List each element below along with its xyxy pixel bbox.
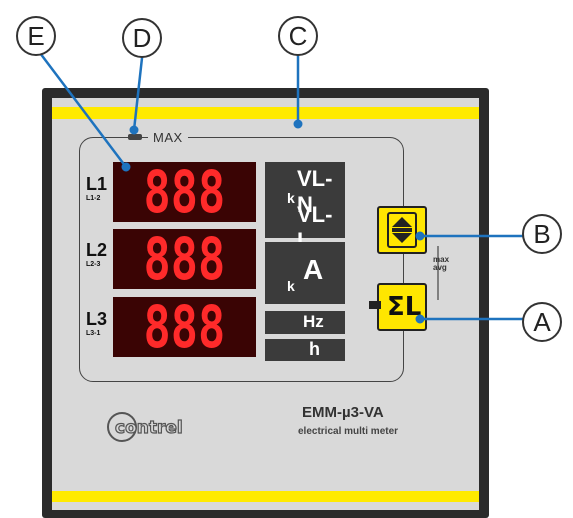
row-label-main: L2 — [86, 240, 108, 260]
unit-k-current: k — [287, 278, 295, 294]
maxavg-label: max avg — [433, 256, 449, 272]
unit-h-box: h — [265, 339, 345, 361]
max-led-icon — [128, 134, 142, 140]
callout-dot-a — [415, 314, 425, 324]
scroll-button[interactable] — [377, 206, 427, 254]
row-label-l1: L1 L1-2 — [86, 175, 107, 203]
button-led-icon — [369, 301, 381, 309]
unit-voltage-box: k VL-N VL-L — [265, 162, 345, 253]
model-name: EMM-µ3-VA — [302, 404, 384, 421]
unit-hz: Hz — [303, 312, 324, 331]
callout-b: B — [522, 214, 562, 254]
callout-dot-e — [121, 162, 131, 172]
callout-line-d — [132, 56, 144, 132]
callout-e: E — [16, 16, 56, 56]
row-label-main: L1 — [86, 174, 108, 194]
avg-small-label: avg — [433, 263, 447, 272]
yellow-strip-top — [52, 107, 479, 119]
callout-a: A — [522, 302, 562, 342]
max-small-label: max — [433, 255, 450, 264]
led-digits: 888 — [143, 293, 226, 361]
callout-dot-b — [415, 231, 425, 241]
callout-dot-d — [129, 125, 139, 135]
callout-line-e — [38, 51, 128, 169]
callout-c: C — [278, 16, 318, 56]
led-display-l3: 888 — [113, 297, 256, 357]
callout-d: D — [122, 18, 162, 58]
unit-amp: A — [303, 254, 324, 285]
unit-current-box: k A — [265, 242, 345, 304]
row-label-sub: L1-2 — [86, 195, 101, 202]
contrel-logo: contrel — [105, 410, 217, 444]
brand-text: contrel — [115, 418, 183, 438]
row-label-l2: L2 L2-3 — [86, 241, 107, 269]
unit-h: h — [309, 339, 320, 359]
led-digits: 888 — [143, 158, 226, 226]
unit-k-voltage: k — [287, 190, 295, 206]
sigma-l-label: ΣL — [387, 292, 422, 322]
model-subtitle: electrical multi meter — [298, 426, 399, 437]
up-down-arrows-icon — [387, 212, 417, 248]
max-label: MAX — [148, 130, 188, 145]
row-label-main: L3 — [86, 309, 108, 329]
led-display-l1: 888 — [113, 162, 256, 222]
callout-dot-c — [293, 119, 303, 129]
row-label-sub: L2-3 — [86, 261, 101, 268]
led-display-l2: 888 — [113, 229, 256, 289]
display-panel-border — [79, 137, 404, 382]
row-label-l3: L3 L3-1 — [86, 310, 107, 338]
row-label-sub: L3-1 — [86, 330, 101, 337]
yellow-strip-bottom — [52, 491, 479, 502]
led-digits: 888 — [143, 225, 226, 293]
unit-hz-box: Hz — [265, 311, 345, 334]
unit-vln: VL-N — [297, 166, 333, 217]
